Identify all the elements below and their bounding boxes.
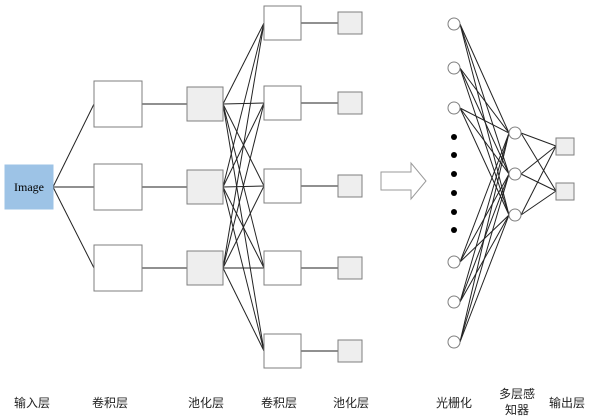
mlp-node xyxy=(508,167,522,181)
edge-raster-mlp xyxy=(459,214,510,343)
input-image-box xyxy=(4,164,54,210)
raster-node xyxy=(447,255,461,269)
connection-lines xyxy=(52,22,557,352)
ellipsis-dot xyxy=(451,171,457,177)
raster-node xyxy=(447,335,461,349)
output-unit xyxy=(555,137,575,156)
ellipsis-dot xyxy=(451,190,457,196)
ellipsis-dot xyxy=(451,227,457,233)
mlp-node xyxy=(508,126,522,140)
raster-node xyxy=(447,295,461,309)
edge-raster-mlp xyxy=(459,67,510,134)
layer-labels: 输入层 卷积层 池化层 卷积层 池化层 光栅化 多层感 知器 输出层 xyxy=(14,386,585,417)
pool2-feature-map xyxy=(337,11,363,35)
edge-mlp-output xyxy=(520,132,557,147)
edge-input-conv1-c xyxy=(52,186,95,269)
pool1-feature-map xyxy=(186,250,224,286)
edge-raster-mlp xyxy=(459,107,510,134)
conv2-feature-map xyxy=(263,333,302,369)
label-pool-layer-2: 池化层 xyxy=(333,396,369,410)
edge-mlp-output xyxy=(520,190,557,216)
edge-raster-mlp xyxy=(459,107,510,175)
input-layer: Image xyxy=(4,164,54,210)
pool2-feature-map xyxy=(337,256,363,280)
label-mlp-line-2: 知器 xyxy=(505,403,529,417)
conv2-feature-map xyxy=(263,5,302,41)
mlp-node xyxy=(508,208,522,222)
conv1-feature-map xyxy=(93,80,143,128)
label-pool-layer-1: 池化层 xyxy=(188,396,224,410)
label-conv-layer-2: 卷积层 xyxy=(261,395,297,410)
edges-pool1-conv2 xyxy=(222,22,265,352)
input-image-label: Image xyxy=(14,180,44,194)
edges-raster-mlp-output xyxy=(459,23,557,343)
ellipsis-dot xyxy=(451,134,457,140)
pool1-feature-map xyxy=(186,169,224,205)
mlp-layer xyxy=(508,126,522,222)
conv2-feature-map xyxy=(263,85,302,121)
edge-mlp-output xyxy=(520,145,557,175)
conv1-feature-map xyxy=(93,244,143,292)
label-input-layer: 输入层 xyxy=(14,395,50,410)
edge-mlp-output xyxy=(520,145,557,216)
ellipsis-dot xyxy=(451,209,457,215)
edge-mlp-output xyxy=(520,132,557,192)
conv1-feature-map xyxy=(93,163,143,211)
edge-raster-mlp xyxy=(459,23,510,175)
edge-raster-mlp xyxy=(459,173,510,343)
pool-layer-1 xyxy=(186,86,224,286)
conv2-feature-map xyxy=(263,250,302,286)
label-output-layer: 输出层 xyxy=(549,395,585,410)
edge-raster-mlp xyxy=(459,132,510,303)
edge-raster-mlp xyxy=(459,23,510,216)
raster-layer xyxy=(447,17,461,349)
edge-raster-mlp xyxy=(459,132,510,343)
pool1-feature-map xyxy=(186,86,224,122)
label-conv-layer-1: 卷积层 xyxy=(92,395,128,410)
raster-node xyxy=(447,101,461,115)
edge-mlp-output xyxy=(520,173,557,192)
pool2-feature-map xyxy=(337,339,363,363)
ellipsis-dot xyxy=(451,152,457,158)
conv-layer-2 xyxy=(263,5,302,369)
right-arrow-icon xyxy=(380,161,427,201)
pool2-feature-map xyxy=(337,91,363,115)
output-unit xyxy=(555,182,575,201)
edge-raster-mlp xyxy=(459,132,510,263)
pool-layer-2 xyxy=(337,11,363,363)
pool2-feature-map xyxy=(337,174,363,198)
label-raster-layer: 光栅化 xyxy=(436,395,472,410)
raster-node xyxy=(447,17,461,31)
conv-layer-1 xyxy=(93,80,143,292)
ellipsis-dots xyxy=(451,134,457,233)
label-mlp-line-1: 多层感 xyxy=(499,386,535,401)
raster-node xyxy=(447,61,461,75)
output-layer xyxy=(555,137,575,201)
conv2-feature-map xyxy=(263,168,302,204)
edge-input-conv1-a xyxy=(52,103,95,188)
edge-raster-mlp xyxy=(459,107,510,216)
edge-raster-mlp xyxy=(459,23,510,134)
